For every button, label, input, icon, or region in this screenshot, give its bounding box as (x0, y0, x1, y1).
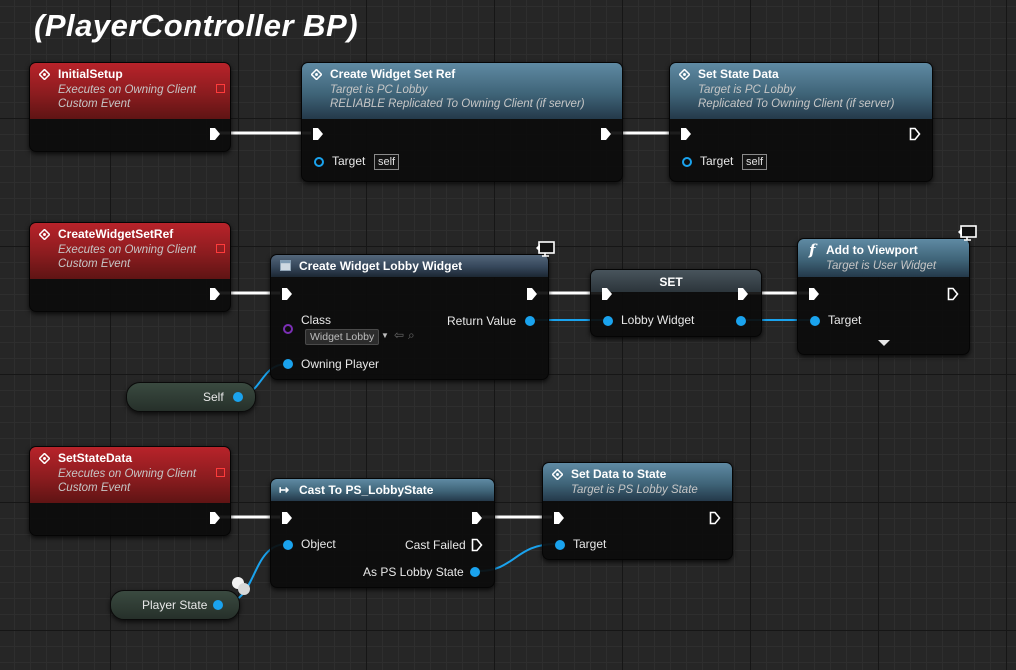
page-title: (PlayerController BP) (34, 8, 359, 43)
widget-icon (280, 260, 291, 271)
cast-arrow-icon: ↦ (279, 483, 290, 497)
node-title: Set Data to State (571, 467, 667, 481)
node-subtitle: RELIABLE Replicated To Owning Client (if… (330, 98, 585, 110)
set-state-data-node[interactable]: Set State Data Target is PC Lobby Replic… (669, 62, 933, 182)
node-subtitle: Executes on Owning Client (58, 468, 197, 480)
event-diamond-icon (39, 453, 50, 464)
self-variable-node[interactable]: Self (126, 382, 256, 412)
event-diamond-icon (552, 469, 563, 480)
delegate-pin[interactable] (216, 244, 225, 253)
node-subtitle: Target is User Widget (826, 260, 937, 272)
node-subtitle: Custom Event (58, 482, 131, 494)
owning-player-pin[interactable] (283, 359, 293, 369)
node-title: Create Widget Set Ref (330, 67, 456, 81)
target-pin[interactable] (810, 316, 820, 326)
node-subtitle: Target is PC Lobby (698, 84, 796, 96)
monitor-icon (958, 225, 977, 241)
lobby-widget-in-pin[interactable] (603, 316, 613, 326)
node-title: Add to Viewport (826, 243, 918, 257)
event-diamond-icon (39, 229, 50, 240)
node-title: InitialSetup (58, 67, 123, 81)
target-pin[interactable] (555, 540, 565, 550)
self-label: Self (203, 390, 224, 404)
lobby-widget-out-pin[interactable] (736, 316, 746, 326)
browse-search-icon[interactable]: ⌕ (408, 328, 415, 342)
player-state-out-pin[interactable] (213, 600, 223, 610)
target-pin[interactable] (314, 157, 324, 167)
lobby-widget-label: Lobby Widget (621, 313, 695, 327)
player-state-label: Player State (142, 598, 208, 612)
node-subtitle: Custom Event (58, 98, 131, 110)
cast-failed-label: Cast Failed (405, 538, 466, 552)
class-label: Class (301, 313, 332, 327)
initial-setup-event-node[interactable]: InitialSetup Executes on Owning Client C… (29, 62, 231, 152)
node-subtitle: Executes on Owning Client (58, 84, 197, 96)
expand-arrow-icon[interactable] (878, 340, 890, 346)
owning-player-label: Owning Player (301, 357, 380, 371)
target-default-value[interactable]: self (742, 154, 768, 170)
node-title: SetStateData (58, 451, 133, 465)
create-widget-set-ref-node[interactable]: Create Widget Set Ref Target is PC Lobby… (301, 62, 623, 182)
self-out-pin[interactable] (233, 392, 243, 402)
node-title: SET (659, 275, 683, 289)
create-widget-set-ref-event-node[interactable]: CreateWidgetSetRef Executes on Owning Cl… (29, 222, 231, 312)
add-to-viewport-node[interactable]: f Add to Viewport Target is User Widget … (797, 225, 977, 355)
monitor-icon (536, 241, 555, 257)
as-ps-lobby-state-pin[interactable] (470, 567, 480, 577)
target-label: Target (700, 154, 734, 168)
cast-to-ps-lobby-state-node[interactable]: ↦ Cast To PS_LobbyState Object Cast Fail… (270, 478, 495, 588)
player-state-variable-node[interactable]: Player State (110, 590, 240, 620)
class-pin[interactable] (283, 324, 293, 334)
object-label: Object (301, 537, 336, 551)
node-subtitle: Target is PC Lobby (330, 84, 428, 96)
node-subtitle: Executes on Owning Client (58, 244, 197, 256)
event-diamond-icon (679, 69, 690, 80)
create-widget-lobby-widget-node[interactable]: Create Widget Lobby Widget Class Widget … (270, 241, 555, 380)
as-ps-lobby-state-label: As PS Lobby State (363, 565, 464, 579)
node-title: Cast To PS_LobbyState (299, 483, 434, 497)
target-default-value[interactable]: self (374, 154, 400, 170)
node-subtitle: Replicated To Owning Client (if server) (698, 98, 895, 110)
return-value-pin[interactable] (525, 316, 535, 326)
target-label: Target (332, 154, 366, 168)
use-selected-arrow-icon[interactable]: ⇦ (394, 328, 405, 342)
target-label: Target (573, 537, 607, 551)
target-pin[interactable] (682, 157, 692, 167)
class-dropdown[interactable]: Widget Lobby (305, 329, 380, 345)
delegate-pin[interactable] (216, 84, 225, 93)
node-subtitle: Target is PS Lobby State (571, 484, 698, 496)
chevron-down-icon[interactable]: ▼ (381, 331, 389, 340)
set-state-data-event-node[interactable]: SetStateData Executes on Owning Client C… (29, 446, 231, 536)
event-diamond-icon (311, 69, 322, 80)
return-value-label: Return Value (447, 314, 517, 328)
object-pin[interactable] (283, 540, 293, 550)
function-f-icon: f (809, 241, 816, 259)
set-data-to-state-node[interactable]: Set Data to State Target is PS Lobby Sta… (542, 462, 733, 560)
reroute-knot[interactable] (232, 577, 250, 595)
node-subtitle: Custom Event (58, 258, 131, 270)
node-title: Create Widget Lobby Widget (299, 259, 463, 273)
node-title: CreateWidgetSetRef (58, 227, 174, 241)
set-lobby-widget-node[interactable]: SET Lobby Widget (590, 269, 762, 337)
node-title: Set State Data (698, 67, 779, 81)
target-label: Target (828, 313, 862, 327)
delegate-pin[interactable] (216, 468, 225, 477)
event-diamond-icon (39, 69, 50, 80)
